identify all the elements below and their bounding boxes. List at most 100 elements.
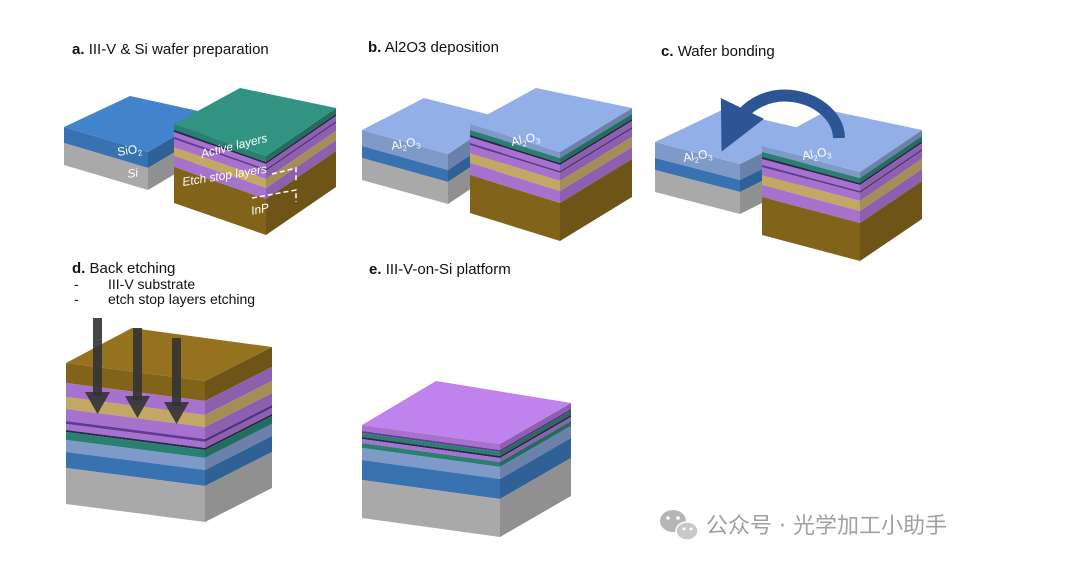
panel-a-iiiv-wafer-left-face-6 xyxy=(174,156,266,199)
panel-b-iiiv-wafer-right-face-5 xyxy=(560,129,632,181)
panel-d-stack-right-face-9 xyxy=(205,436,272,486)
wafer-blocks xyxy=(64,88,922,537)
panel-e-stack-left-face-1 xyxy=(362,431,500,452)
panel-c-iiiv-wafer-left-face-1 xyxy=(762,152,860,183)
panel-b-iiiv-wafer-left-face-8 xyxy=(470,175,560,241)
panel-a-iiiv-wafer-right-face-4 xyxy=(266,123,336,179)
panel-d-stack-left-face-7 xyxy=(66,432,205,458)
panel-b-iiiv-wafer-right-face-2 xyxy=(560,119,632,165)
panel-a-iiiv-wafer-left-face-2 xyxy=(174,132,266,169)
panel-a-iiiv-wafer-right-face-3 xyxy=(266,121,336,171)
panel-c-title: c. Wafer bonding xyxy=(661,43,775,60)
panel-d-stack-right-face-3 xyxy=(205,393,272,439)
panel-c-iiiv-wafer-left-face-0 xyxy=(762,146,860,178)
panel-b-iiiv-wafer-left-face-1 xyxy=(470,130,560,163)
panel-e-stack-left-face-2 xyxy=(362,433,500,456)
panel-d-stack-left-face-3 xyxy=(66,409,205,439)
panel-d-stack-right-face-1 xyxy=(205,367,272,415)
panel-e-stack-right-face-8 xyxy=(500,458,571,537)
etch-arrow-2 xyxy=(125,328,150,418)
panel-a-iiiv-wafer-right-face-0 xyxy=(266,108,336,162)
panel-d-stack-right-face-8 xyxy=(205,424,272,470)
panel-c-iiiv-wafer-right-face-7 xyxy=(860,169,922,223)
panel-d-stack-left-face-8 xyxy=(66,440,205,470)
panel-d-stack-right-face-6 xyxy=(205,414,272,450)
panel-b-iiiv-wafer-left-face-3 xyxy=(470,137,560,171)
panel-d-stack-left-face-4 xyxy=(66,421,205,442)
panel-e-stack-right-face-7 xyxy=(500,438,571,499)
panel-a-iiiv-wafer-left-face-5 xyxy=(174,147,266,188)
etch-arrow-1 xyxy=(85,318,110,414)
panel-e-stack-right-face-5 xyxy=(500,421,571,467)
panel-a-iiiv-wafer-left-face-7 xyxy=(174,167,266,235)
panel-c-iiiv-wafer-left-face-5 xyxy=(762,167,860,201)
panel-b-iiiv-wafer-right-face-3 xyxy=(560,121,632,171)
panel-b-title: b. Al2O3 deposition xyxy=(368,39,499,56)
panel-d-stack-right-face-4 xyxy=(205,405,272,442)
panel-b-iiiv-wafer-right-face-1 xyxy=(560,114,632,163)
watermark-text: 公众号 · 光学加工小助手 xyxy=(706,514,947,539)
panel-e-stack-left-face-7 xyxy=(362,460,500,499)
flip-arrow xyxy=(720,89,845,152)
panel-b-iiiv-wafer-right-face-7 xyxy=(560,147,632,203)
panel-e-stack-left-face-6 xyxy=(362,448,500,479)
panel-d-bullet-2: etch stop layers etching xyxy=(108,291,255,307)
panel-a-iiiv-wafer-top-face xyxy=(174,88,336,156)
panel-b-iiiv-wafer-left-face-6 xyxy=(470,153,560,191)
panel-c-iiiv-wafer-left-face-6 xyxy=(762,175,860,211)
panel-c-si-wafer-left-face-0 xyxy=(655,142,740,180)
panel-a-iiiv-wafer-left-face-1 xyxy=(174,130,266,164)
si-label: Si xyxy=(126,165,139,181)
panel-e-stack-left-face-0 xyxy=(362,425,500,450)
panel-e-stack-left-face-8 xyxy=(362,480,500,537)
panel-a-iiiv-wafer-right-face-2 xyxy=(266,116,336,169)
panel-c-iiiv-wafer-right-face-5 xyxy=(860,151,922,201)
panel-d-stack-left-face-9 xyxy=(66,452,205,486)
panel-e-stack-left-face-3 xyxy=(362,437,500,458)
panel-d-stack-right-face-10 xyxy=(205,452,272,522)
panel-b-iiiv-wafer-right-face-0 xyxy=(560,108,632,158)
panel-c-al2o3-right: Al2O3 xyxy=(801,144,833,165)
etch-arrow-3 xyxy=(164,338,189,424)
active-bracket xyxy=(251,189,297,202)
panel-d-stack-right-face-0 xyxy=(205,347,272,401)
panel-e-stack-right-face-1 xyxy=(500,409,571,452)
panel-d-stack-right-face-5 xyxy=(205,408,272,448)
panel-a-title: a. III-V & Si wafer preparation xyxy=(72,41,269,58)
panel-d-stack-right-face-7 xyxy=(205,416,272,458)
panel-d-bullet-1-dash: - xyxy=(74,276,79,292)
panel-e-stack-left-face-4 xyxy=(362,439,500,462)
etch-arrows xyxy=(85,318,189,424)
panel-a-iiiv-wafer-right-face-7 xyxy=(266,151,336,235)
panel-c-iiiv-wafer-left-face-3 xyxy=(762,159,860,191)
panel-a-iiiv-wafer-left-face-4 xyxy=(174,139,266,179)
panel-a-iiiv-wafer-right-face-6 xyxy=(266,140,336,199)
panel-c-iiiv-wafer-right-face-3 xyxy=(860,143,922,191)
panel-c-iiiv-wafer-right-face-2 xyxy=(860,141,922,185)
panel-e-stack-right-face-0 xyxy=(500,403,571,450)
etch-stop-bracket xyxy=(271,167,297,182)
panel-d-stack-left-face-5 xyxy=(66,424,205,448)
panel-b-iiiv-wafer-left-face-2 xyxy=(470,135,560,165)
panel-e-stack-right-face-3 xyxy=(500,415,571,458)
panel-e-stack-left-face-5 xyxy=(362,443,500,467)
watermark: 公众号 · 光学加工小助手 xyxy=(660,510,947,541)
panel-d-stack-left-face-10 xyxy=(66,468,205,522)
panel-b-iiiv-wafer-top-face xyxy=(470,88,632,152)
panel-c-iiiv-wafer-right-face-1 xyxy=(860,136,922,183)
panel-b-iiiv-wafer-right-face-6 xyxy=(560,137,632,191)
panel-a-iiiv-wafer-right-face-1 xyxy=(266,114,336,164)
panel-c-iiiv-wafer-right-face-8 xyxy=(860,181,922,261)
panel-d-stack-top-face xyxy=(66,328,272,381)
panel-e-stack-right-face-4 xyxy=(500,417,571,462)
panel-d-bullet-2-dash: - xyxy=(74,291,79,307)
panel-e-title: e. III-V-on-Si platform xyxy=(369,261,511,278)
panel-b-iiiv-wafer-left-face-0 xyxy=(470,124,560,158)
panel-c-si-wafer-left-face-2 xyxy=(655,170,740,214)
inp-label: InP xyxy=(250,200,271,217)
panel-a-si-wafer-top-face xyxy=(64,96,212,152)
panel-b-si-wafer-top-face xyxy=(362,98,502,154)
panel-b-si-wafer-left-face-2 xyxy=(362,158,448,204)
panel-e-stack-right-face-2 xyxy=(500,411,571,456)
